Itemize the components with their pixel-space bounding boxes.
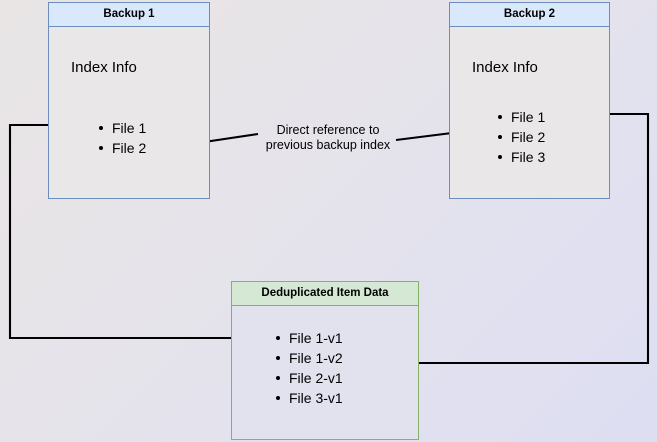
backup-2-file-list: File 1 File 2 File 3 xyxy=(498,107,545,167)
list-item: File 1-v1 xyxy=(276,328,343,348)
backup-2-index-info-label: Index Info xyxy=(472,59,538,76)
edge-label-line-1: Direct reference to xyxy=(276,123,380,137)
edge-label-line-2: previous backup index xyxy=(265,138,391,152)
list-item: File 1 xyxy=(498,107,545,127)
node-backup-2[interactable]: Backup 2 Index Info File 1 File 2 File 3 xyxy=(449,2,610,199)
node-backup-1-body: Index Info File 1 File 2 xyxy=(49,27,209,198)
backup-1-file-list: File 1 File 2 xyxy=(99,118,146,158)
node-backup-1-header: Backup 1 xyxy=(49,3,209,27)
list-item: File 3 xyxy=(498,147,545,167)
list-item: File 2-v1 xyxy=(276,368,343,388)
list-item: File 2 xyxy=(99,138,146,158)
node-dedup-header: Deduplicated Item Data xyxy=(232,282,418,306)
list-item: File 3-v1 xyxy=(276,388,343,408)
node-backup-2-header: Backup 2 xyxy=(450,3,609,27)
backup-1-index-info-label: Index Info xyxy=(71,59,137,76)
edge-label-direct-reference: Direct reference to previous backup inde… xyxy=(254,123,402,153)
list-item: File 1-v2 xyxy=(276,348,343,368)
node-backup-1[interactable]: Backup 1 Index Info File 1 File 2 xyxy=(48,2,210,199)
list-item: File 1 xyxy=(99,118,146,138)
node-backup-2-body: Index Info File 1 File 2 File 3 xyxy=(450,27,609,198)
list-item: File 2 xyxy=(498,127,545,147)
node-deduplicated-item-data[interactable]: Deduplicated Item Data File 1-v1 File 1-… xyxy=(231,281,419,440)
dedup-file-list: File 1-v1 File 1-v2 File 2-v1 File 3-v1 xyxy=(276,328,343,408)
node-dedup-body: File 1-v1 File 1-v2 File 2-v1 File 3-v1 xyxy=(232,306,418,439)
